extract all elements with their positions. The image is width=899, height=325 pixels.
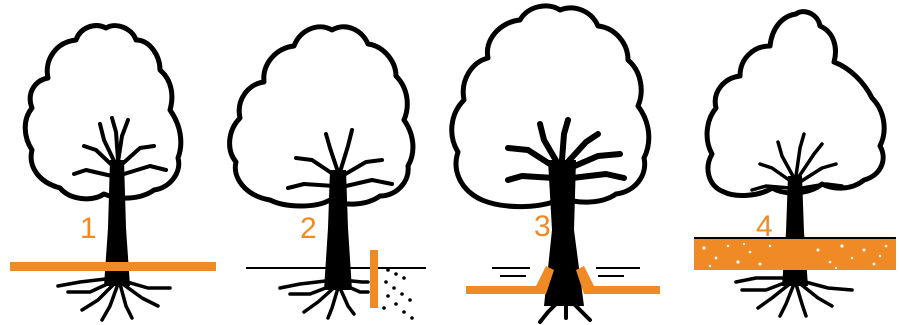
- fill-layer-4: [694, 238, 896, 270]
- tree-well-barrier-3: [466, 266, 660, 294]
- tree-branches-1: [72, 116, 168, 178]
- tree-trunk-1: [104, 160, 130, 286]
- tree-branches-3: [505, 117, 627, 183]
- tree-roots-3: [538, 298, 592, 324]
- tree-canopy-1: [22, 23, 184, 202]
- tree-trunk-2: [324, 170, 352, 290]
- panel-2: 2: [227, 24, 426, 320]
- panel-1: 1: [10, 23, 216, 322]
- panel-4: 4: [694, 9, 896, 318]
- panel-label-3: 3: [534, 210, 551, 243]
- panel-label-4: 4: [756, 210, 773, 243]
- tree-roots-2: [278, 278, 370, 320]
- tree-branches-4: [750, 132, 844, 192]
- tree-roots-1: [56, 276, 172, 322]
- panel-label-2: 2: [300, 212, 317, 245]
- panel-3: 3: [449, 3, 660, 324]
- panel-label-1: 1: [80, 212, 97, 245]
- tree-roots-4: [734, 276, 854, 318]
- ground-barrier-1: [10, 262, 216, 271]
- tree-trunk-3: [544, 160, 584, 306]
- water-drops-icon: [382, 268, 414, 320]
- vertical-barrier-2: [370, 250, 378, 308]
- tree-canopy-2: [227, 24, 416, 209]
- tree-branches-2: [286, 128, 394, 190]
- fill-speckles-4: [702, 242, 888, 270]
- ground-dashes-3: [492, 267, 640, 277]
